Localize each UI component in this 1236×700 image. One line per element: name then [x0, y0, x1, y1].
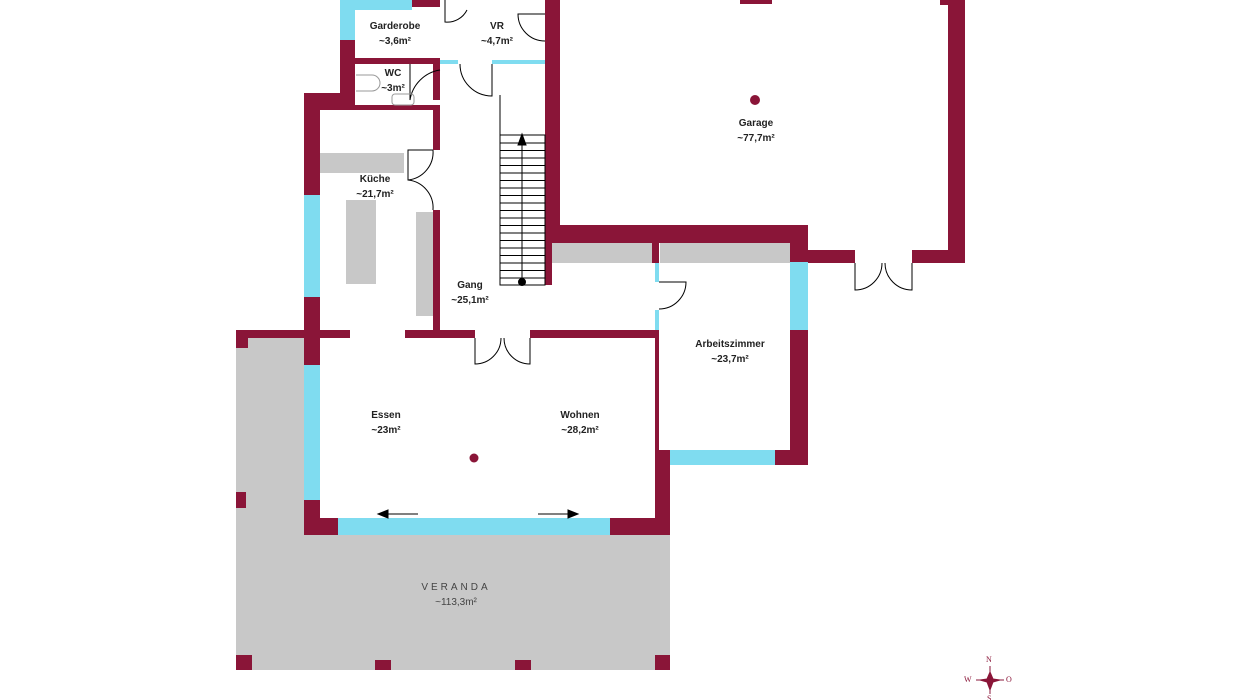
room-label-veranda: VERANDA~113,3m² — [421, 582, 491, 608]
veranda-area — [236, 338, 670, 670]
center-marker — [750, 95, 760, 105]
compass-rose-icon — [976, 666, 1004, 694]
doors — [407, 0, 913, 365]
room-label-wc: WC~3m² — [381, 68, 405, 94]
kitchen-fixtures — [320, 153, 790, 316]
staircase — [499, 95, 546, 286]
room-label-arbeitszimmer: Arbeitszimmer~23,7m² — [695, 339, 765, 365]
compass-south: S — [987, 694, 992, 700]
compass-west: W — [964, 675, 972, 684]
walls — [236, 0, 965, 535]
compass-north: N — [986, 655, 992, 664]
room-label-gang: Gang~25,1m² — [451, 280, 489, 306]
room-label-vr: VR~4,7m² — [481, 21, 513, 47]
wc-fixtures — [356, 74, 415, 106]
room-label-wohnen: Wohnen~28,2m² — [560, 410, 600, 436]
room-label-essen: Essen~23m² — [371, 410, 401, 436]
room-label-kueche: Küche~21,7m² — [356, 174, 394, 200]
compass-east: O — [1006, 675, 1012, 684]
center-marker — [469, 453, 479, 463]
sliding-door-arrows — [376, 509, 580, 519]
room-label-garage: Garage~77,7m² — [737, 118, 775, 144]
windows — [304, 0, 808, 535]
room-label-garderobe: Garderobe~3,6m² — [369, 21, 421, 47]
